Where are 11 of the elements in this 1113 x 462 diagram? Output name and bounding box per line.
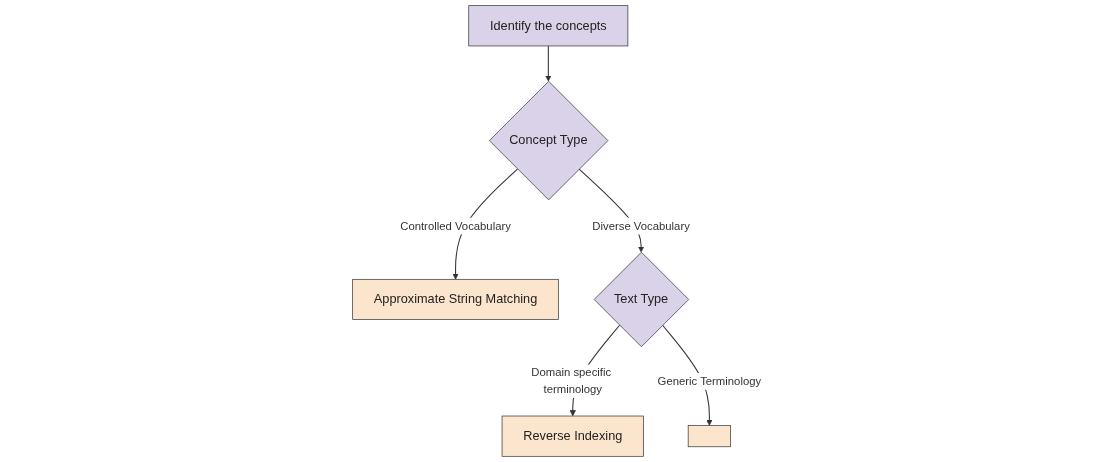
edge-label: Controlled Vocabulary: [399, 219, 511, 232]
node-box: [687, 425, 731, 448]
node-diamond: Concept Type: [488, 80, 608, 201]
node-box: Approximate String Matching: [351, 279, 559, 320]
edge-label: Generic Terminology: [657, 375, 761, 388]
node-box: Reverse Indexing: [501, 415, 644, 457]
edge-label: Domain specific terminology: [530, 366, 611, 396]
edge-label: Diverse Vocabulary: [591, 219, 690, 232]
arrow: [544, 45, 551, 82]
node-diamond: Text Type: [593, 251, 689, 348]
node-box: Identify the concepts: [468, 5, 628, 47]
